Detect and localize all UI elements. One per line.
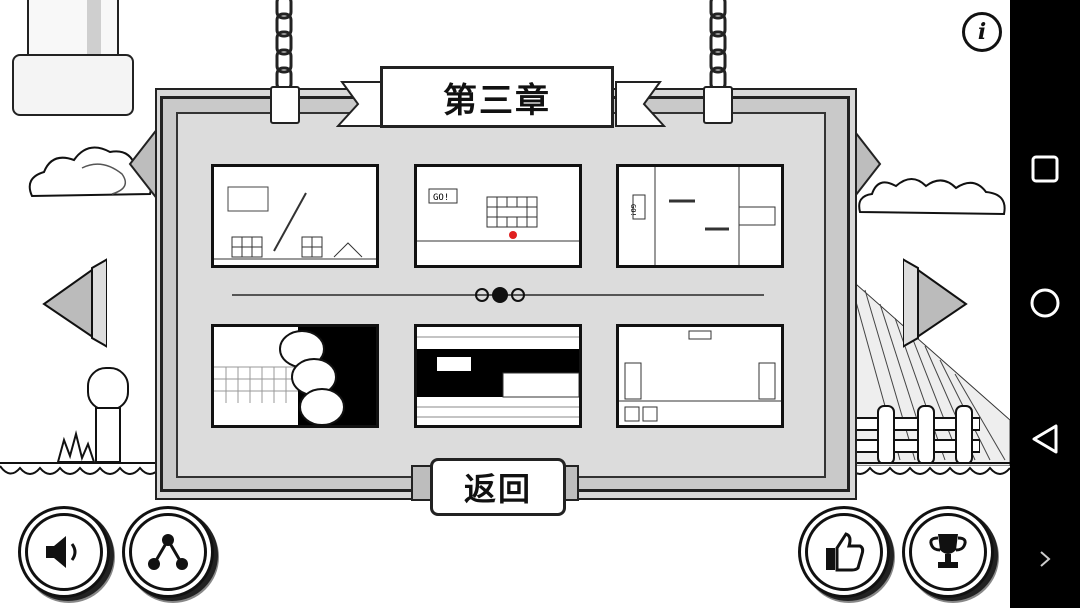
- chain-clip-right: [703, 86, 733, 124]
- level-3-preview: GO!: [629, 167, 776, 265]
- level-5-preview: [417, 336, 579, 418]
- level-4-preview: [214, 327, 376, 425]
- back-nav-button[interactable]: [1010, 404, 1080, 474]
- level-6-preview: [619, 330, 781, 422]
- share-button-ring: [129, 513, 207, 591]
- level-thumbnail-2[interactable]: GO!: [414, 164, 582, 268]
- chapter-title: 第三章: [380, 66, 614, 128]
- sound-button-ring: [25, 513, 103, 591]
- level-2-go-sign: GO!: [433, 193, 449, 203]
- post-left: [56, 367, 129, 463]
- expand-nav-button[interactable]: [1010, 524, 1080, 594]
- level-thumbnail-1[interactable]: [211, 164, 379, 268]
- prev-chapter-button[interactable]: [42, 258, 112, 350]
- title-ribbon: [336, 81, 666, 127]
- level-thumbnail-6[interactable]: [616, 324, 784, 428]
- sound-button[interactable]: [18, 506, 110, 598]
- game-screen: 第三章 GO! GO!: [0, 0, 1010, 598]
- square-icon: [1031, 155, 1059, 183]
- pipe-cap: [12, 54, 134, 116]
- level-2-preview: GO!: [417, 188, 579, 242]
- level-1-preview: [214, 186, 376, 260]
- grass-strip: [0, 465, 1010, 475]
- home-button[interactable]: [1010, 268, 1080, 338]
- level-3-go-sign: GO!: [629, 204, 637, 217]
- triangle-back-icon: [1032, 424, 1058, 454]
- level-thumbnail-3[interactable]: GO!: [616, 164, 784, 268]
- divider-ornament: [475, 287, 525, 303]
- chain-left: [275, 0, 293, 90]
- trophy-button[interactable]: [902, 506, 994, 598]
- pipe-body: [27, 0, 119, 56]
- circle-icon: [1030, 288, 1060, 318]
- chevron-right-icon: [1040, 551, 1051, 567]
- like-button[interactable]: [798, 506, 890, 598]
- back-button[interactable]: 返回: [430, 458, 566, 516]
- trophy-button-ring: [909, 513, 987, 591]
- level-thumbnail-5[interactable]: [414, 324, 582, 428]
- like-button-ring: [805, 513, 883, 591]
- chain-clip-left: [270, 86, 300, 124]
- fence: [850, 405, 980, 464]
- share-button[interactable]: [122, 506, 214, 598]
- recents-button[interactable]: [1010, 134, 1080, 204]
- info-button[interactable]: i: [962, 12, 1002, 52]
- level-thumbnail-4[interactable]: [211, 324, 379, 428]
- system-nav-bar: [1010, 0, 1080, 608]
- cloud-right: [858, 178, 1006, 216]
- next-chapter-button[interactable]: [898, 258, 968, 350]
- chain-right: [709, 0, 727, 90]
